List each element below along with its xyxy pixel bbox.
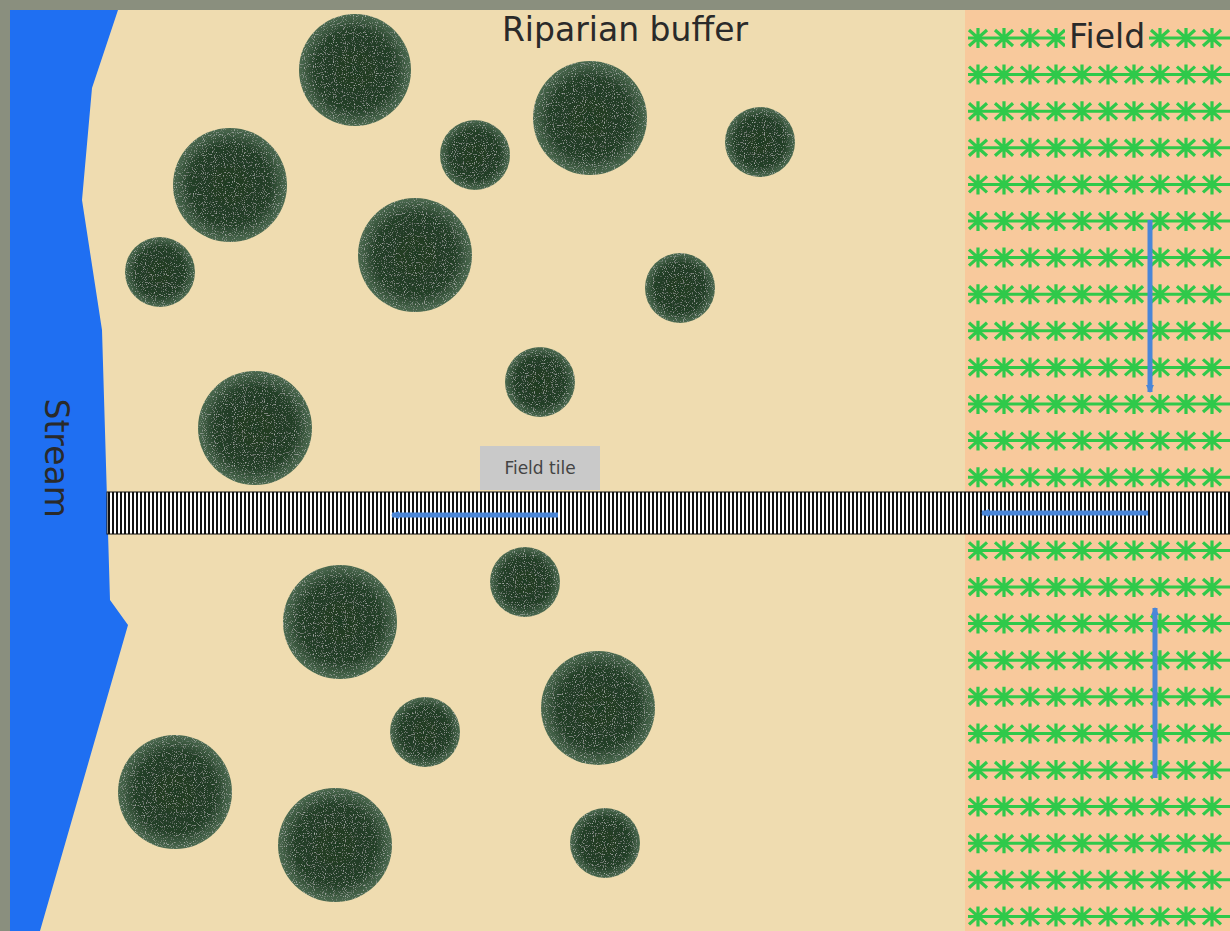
field-ground [965, 10, 1230, 931]
buffer-ground [10, 10, 1230, 931]
stream-label: Stream [38, 398, 74, 517]
stream-water [10, 10, 128, 931]
tile-label-box: Field tile [480, 446, 600, 490]
field-tile-pipe [107, 492, 1230, 534]
title-label: Riparian buffer [502, 12, 748, 48]
flow-arrows [392, 220, 1155, 778]
crop-rows [968, 28, 1230, 926]
region-label: Field [1065, 19, 1149, 55]
trees [118, 14, 795, 902]
node-text: Field tile [504, 458, 575, 478]
